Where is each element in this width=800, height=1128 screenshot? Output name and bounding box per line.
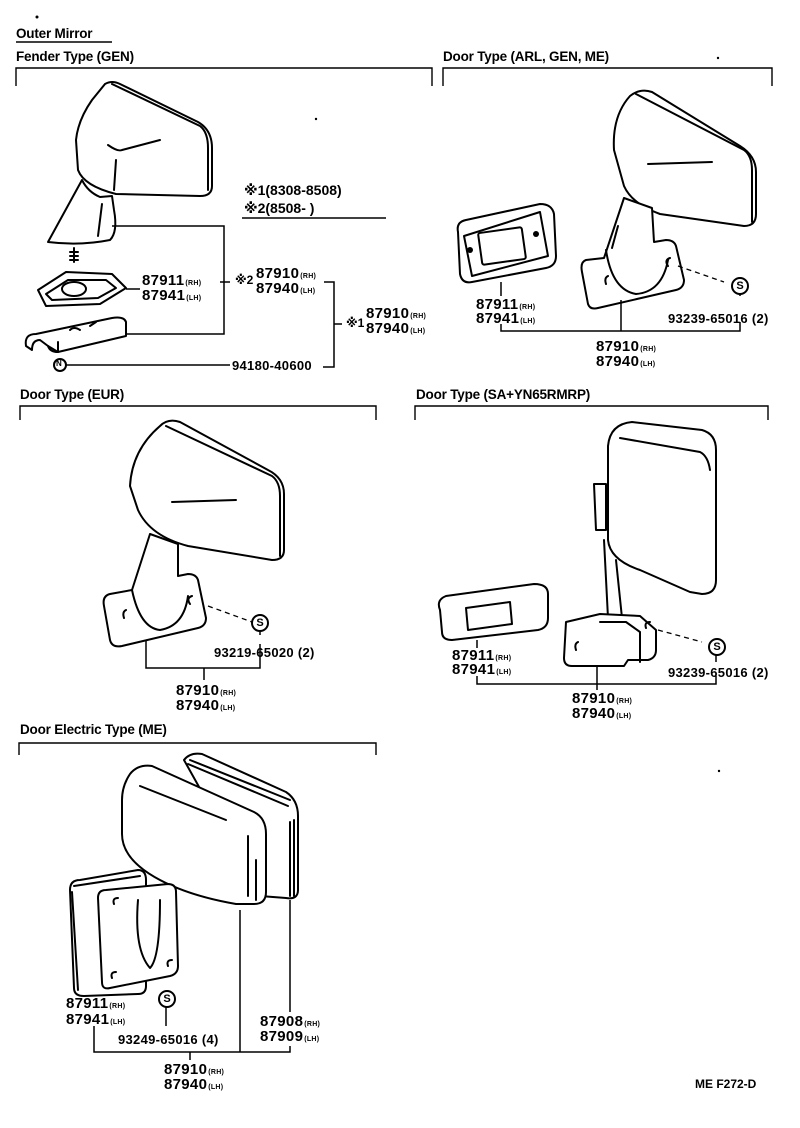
fender-base-part-lh: 87941(LH) xyxy=(142,287,202,304)
fender-note-1: ※1(8308-8508) xyxy=(244,182,342,198)
nut-symbol: N xyxy=(56,359,62,368)
door-arl-leader-lines xyxy=(500,282,741,332)
door-sa-screw-symbol: S xyxy=(708,638,726,656)
door-eur-screw-symbol: S xyxy=(251,614,269,632)
fender-assy2-part-rh: 87910(RH) xyxy=(256,265,317,282)
door-sa-assy-part-rh: 87910(RH) xyxy=(572,690,633,707)
door-arl-section-heading: Door Type (ARL, GEN, ME) xyxy=(443,49,609,64)
door-sa-assy-part-lh: 87940(LH) xyxy=(572,705,632,722)
fender-section-heading: Fender Type (GEN) xyxy=(16,49,134,64)
door-sa-screw-part: 93239-65016 (2) xyxy=(668,665,769,680)
door-arl-screw-symbol: S xyxy=(731,277,749,295)
door-eur-assy-part-lh: 87940(LH) xyxy=(176,697,236,714)
door-arl-section-bracket xyxy=(442,67,773,86)
door-electric-mirror-drawing xyxy=(69,752,299,997)
fender-mirror-drawing xyxy=(24,81,213,353)
fender-assy1-part-rh: 87910(RH) xyxy=(366,305,427,322)
fender-nut-part: 94180-40600 xyxy=(232,358,312,373)
fender-section-bracket xyxy=(15,67,433,86)
door-electric-gasket-part-rh: 87911(RH) xyxy=(66,995,126,1012)
door-eur-mirror-drawing xyxy=(102,419,285,648)
door-electric-screw-symbol: S xyxy=(158,990,176,1008)
door-sa-section-bracket xyxy=(414,405,769,420)
door-arl-gasket-part-rh: 87911(RH) xyxy=(476,296,536,313)
fender-assy1-mark: ※1 xyxy=(346,316,365,330)
door-electric-section-bracket xyxy=(18,742,377,755)
door-electric-assy-part-lh: 87940(LH) xyxy=(164,1076,224,1093)
door-electric-mirror-part-rh: 87908(RH) xyxy=(260,1013,321,1030)
door-eur-screw-part: 93219-65020 (2) xyxy=(214,645,315,660)
door-sa-gasket-part-rh: 87911(RH) xyxy=(452,647,512,664)
door-electric-gasket-part-lh: 87941(LH) xyxy=(66,1011,126,1028)
door-sa-section-heading: Door Type (SA+YN65RMRP) xyxy=(416,387,591,402)
nut-symbol-ring xyxy=(53,358,67,372)
door-eur-section-heading: Door Type (EUR) xyxy=(20,387,124,402)
door-eur-section-bracket xyxy=(19,405,377,420)
door-arl-gasket-part-lh: 87941(LH) xyxy=(476,310,536,327)
door-arl-assy-part-lh: 87940(LH) xyxy=(596,353,656,370)
door-arl-mirror-drawing xyxy=(456,89,757,310)
figure-code: ME F272-D xyxy=(695,1077,757,1091)
door-electric-assy-part-rh: 87910(RH) xyxy=(164,1061,225,1078)
fender-leader-lines xyxy=(65,225,342,368)
door-electric-mirror-part-lh: 87909(LH) xyxy=(260,1028,320,1045)
fender-base-part-rh: 87911(RH) xyxy=(142,272,202,289)
door-eur-assy-part-rh: 87910(RH) xyxy=(176,682,237,699)
door-electric-screw-part: 93249-65016 (4) xyxy=(118,1032,219,1047)
fender-note-2: ※2(8508- ) xyxy=(244,200,315,216)
door-arl-assy-part-rh: 87910(RH) xyxy=(596,338,657,355)
door-sa-leader-lines xyxy=(476,640,717,690)
door-sa-gasket-part-lh: 87941(LH) xyxy=(452,661,512,678)
fender-assy1-part-lh: 87940(LH) xyxy=(366,320,426,337)
page-title: Outer Mirror xyxy=(16,26,93,41)
fender-assy2-mark: ※2 xyxy=(235,273,254,287)
door-sa-mirror-drawing xyxy=(437,421,717,667)
door-electric-section-heading: Door Electric Type (ME) xyxy=(20,722,167,737)
door-electric-leader-lines xyxy=(93,900,291,1060)
fender-assy2-part-lh: 87940(LH) xyxy=(256,280,316,297)
door-arl-screw-part: 93239-65016 (2) xyxy=(668,311,769,326)
